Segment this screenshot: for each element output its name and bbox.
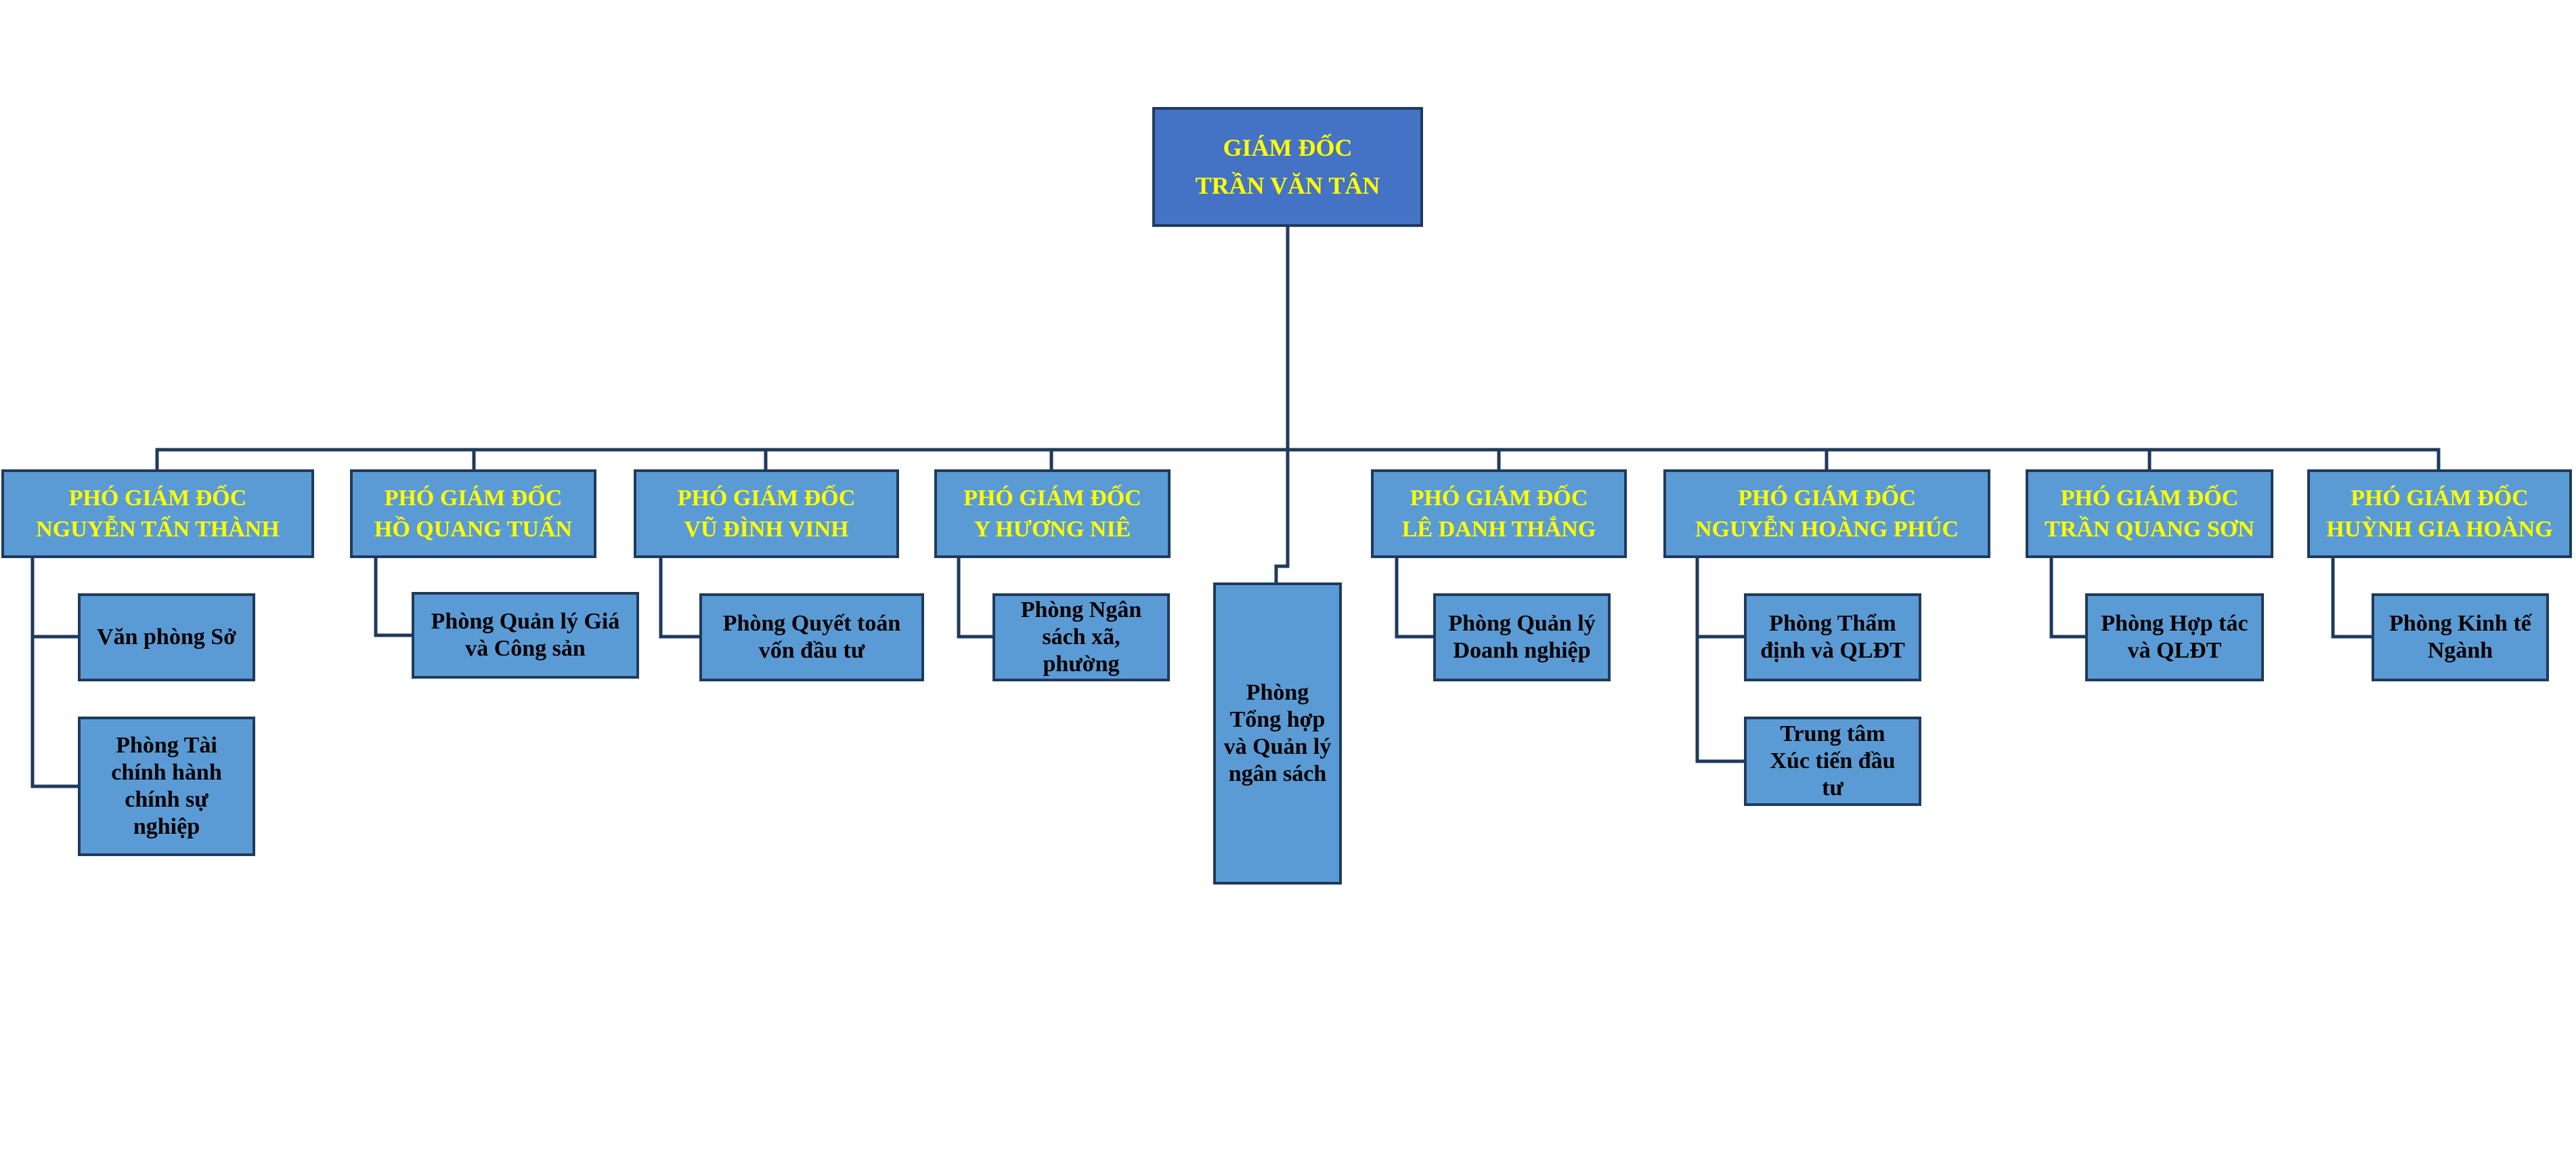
deputy-name: Y HƯƠNG NIÊ <box>974 516 1131 542</box>
deputy-box-2: PHÓ GIÁM ĐỐC HỒ QUANG TUẤN <box>350 469 596 558</box>
director-title: GIÁM ĐỐC <box>1223 133 1353 161</box>
deputy-name: VŨ ĐÌNH VINH <box>684 516 849 542</box>
dept-quan-ly-doanh-nghiep: Phòng Quản lý Doanh nghiệp <box>1433 593 1611 681</box>
deputy-box-8: PHÓ GIÁM ĐỐC HUỲNH GIA HOÀNG <box>2307 469 2572 558</box>
deputy-name: LÊ DANH THẮNG <box>1401 516 1596 542</box>
dept-van-phong-so: Văn phòng Sở <box>78 593 255 681</box>
deputy-title: PHÓ GIÁM ĐỐC <box>68 485 247 511</box>
deputy-box-7: PHÓ GIÁM ĐỐC TRẦN QUANG SƠN <box>2026 469 2273 558</box>
dept-tai-chinh-hanh-chinh-su-nghiep: Phòng Tài chính hành chính sự nghiệp <box>78 717 255 856</box>
dept-tong-hop-quan-ly-ngan-sach: Phòng Tổng hợp và Quản lý ngân sách <box>1213 582 1342 885</box>
deputy-title: PHÓ GIÁM ĐỐC <box>2060 485 2239 511</box>
deputy-box-5: PHÓ GIÁM ĐỐC LÊ DANH THẮNG <box>1371 469 1627 558</box>
dept-kinh-te-nganh: Phòng Kinh tế Ngành <box>2372 593 2549 681</box>
deputy-box-3: PHÓ GIÁM ĐỐC VŨ ĐÌNH VINH <box>634 469 899 558</box>
deputy-title: PHÓ GIÁM ĐỐC <box>677 485 856 511</box>
deputy-title: PHÓ GIÁM ĐỐC <box>1738 485 1916 511</box>
deputy-title: PHÓ GIÁM ĐỐC <box>2351 485 2529 511</box>
deputy-name: NGUYỄN HOÀNG PHÚC <box>1695 516 1959 542</box>
deputy-title: PHÓ GIÁM ĐỐC <box>384 485 563 511</box>
dept-hop-tac-qldt: Phòng Hợp tác và QLĐT <box>2085 593 2264 681</box>
deputy-name: HUỲNH GIA HOÀNG <box>2326 516 2553 542</box>
dept-tham-dinh-qldt: Phòng Thẩm định và QLĐT <box>1744 593 1921 681</box>
deputy-name: NGUYỄN TẤN THÀNH <box>36 516 280 542</box>
deputy-box-1: PHÓ GIÁM ĐỐC NGUYỄN TẤN THÀNH <box>1 469 314 558</box>
dept-quan-ly-gia-cong-san: Phòng Quản lý Giá và Công sản <box>412 592 639 679</box>
deputy-box-4: PHÓ GIÁM ĐỐC Y HƯƠNG NIÊ <box>934 469 1171 558</box>
director-name: TRẦN VĂN TÂN <box>1195 171 1380 199</box>
dept-ngan-sach-xa-phuong: Phòng Ngân sách xã, phường <box>992 593 1170 681</box>
deputy-name: HỒ QUANG TUẤN <box>374 516 573 542</box>
dept-quyet-toan-von-dau-tu: Phòng Quyết toán vốn đầu tư <box>699 593 924 681</box>
dept-trung-tam-xuc-tien-dau-tu: Trung tâm Xúc tiến đầu tư <box>1744 717 1921 806</box>
director-box: GIÁM ĐỐC TRẦN VĂN TÂN <box>1152 107 1423 227</box>
deputy-title: PHÓ GIÁM ĐỐC <box>963 485 1141 511</box>
deputy-title: PHÓ GIÁM ĐỐC <box>1410 485 1588 511</box>
deputy-box-6: PHÓ GIÁM ĐỐC NGUYỄN HOÀNG PHÚC <box>1663 469 1990 558</box>
deputy-name: TRẦN QUANG SƠN <box>2045 516 2254 542</box>
